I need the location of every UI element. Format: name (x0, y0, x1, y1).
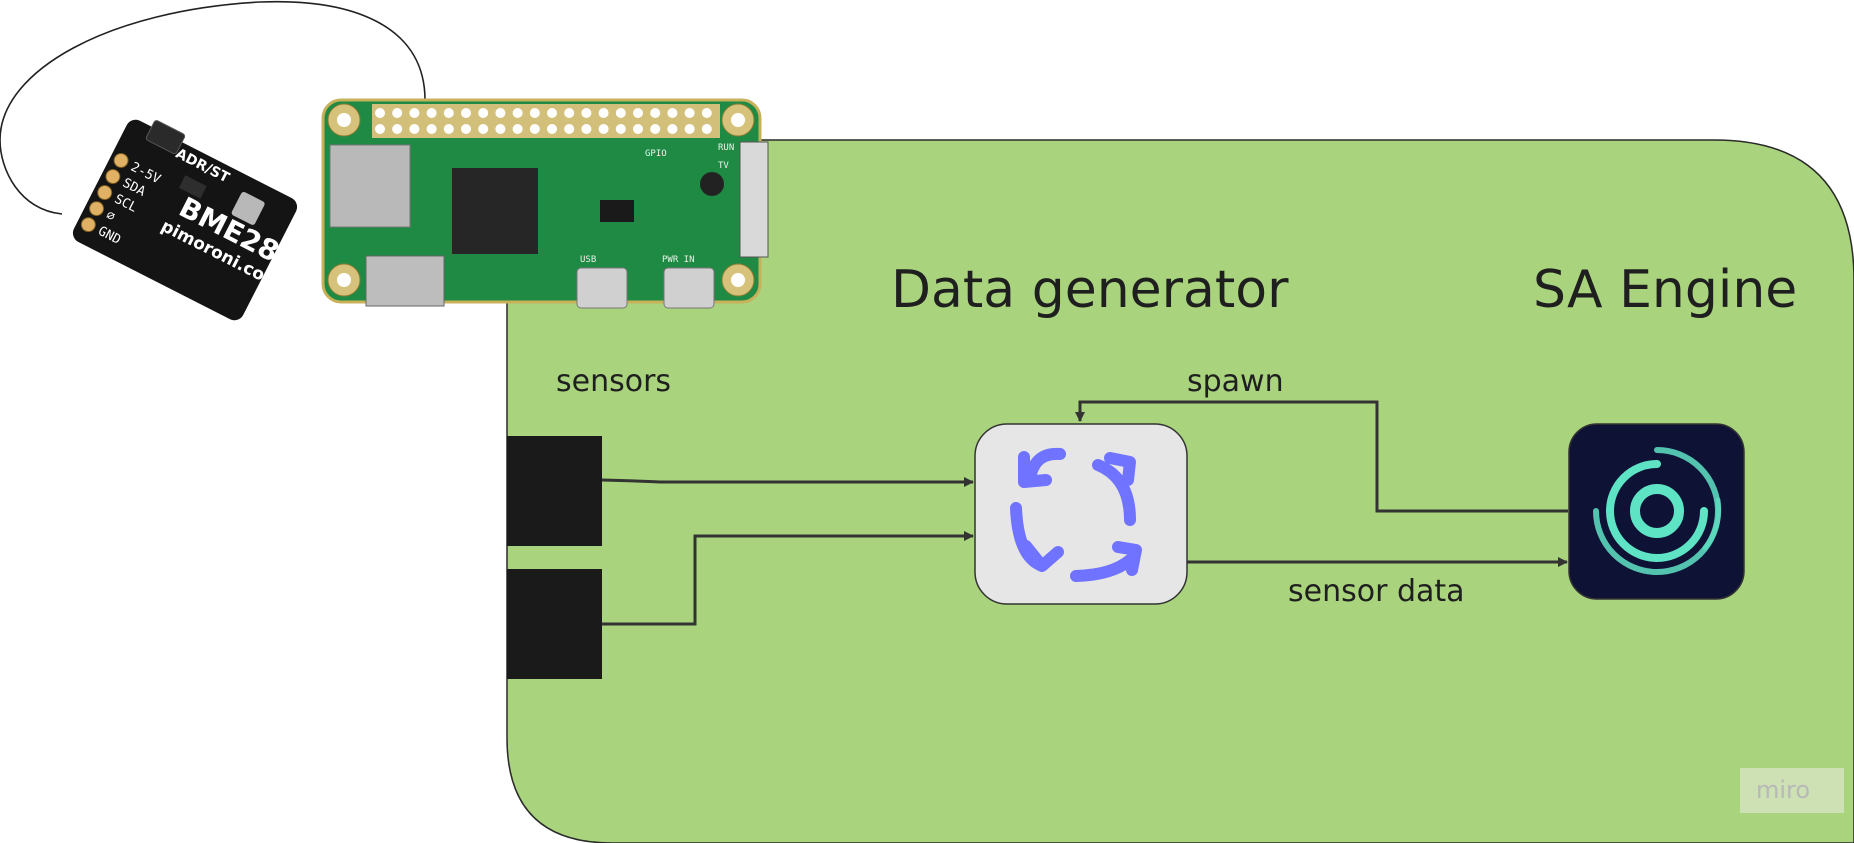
sensor-cable (0, 0, 426, 215)
gpio-pin (478, 124, 489, 134)
data-generator-node (974, 423, 1188, 605)
raspberry-pi-zero-board: GPIO USB PWR IN RUN TV (321, 98, 769, 309)
pcb-label-gpio: GPIO (645, 149, 667, 159)
spawn-label: spawn (1187, 364, 1284, 399)
gpio-pin (461, 124, 471, 134)
gpio-pin (495, 124, 506, 134)
gpio-pin (581, 108, 592, 118)
gpio-pin (495, 108, 506, 118)
soc-chip (452, 168, 538, 254)
gpio-pin (547, 124, 557, 134)
camera-connector (739, 141, 769, 258)
gpio-pin (529, 108, 540, 118)
pcb-label-usb: USB (580, 255, 596, 265)
power-port (663, 267, 715, 309)
gpio-pin (650, 108, 661, 118)
gpio-pin (598, 124, 609, 134)
gpio-pin (598, 108, 609, 118)
sensor-chip (231, 191, 265, 225)
gpio-pin (667, 124, 678, 134)
gpio-pin (443, 124, 454, 134)
rotate-arrows-icon (1010, 447, 1142, 582)
sensors-label: sensors (556, 364, 671, 399)
gpio-pin (667, 108, 678, 118)
mini-hdmi-port (365, 255, 445, 307)
gpio-pin (392, 124, 403, 134)
gpio-pin (615, 124, 626, 134)
gpio-header (372, 104, 720, 138)
gpio-pin (512, 108, 523, 118)
gpio-pin (375, 124, 385, 134)
gpio-pin (684, 108, 695, 118)
gpio-pin (615, 108, 626, 118)
gpio-pin (392, 108, 403, 118)
gpio-pin (478, 108, 489, 118)
pcb-label-tv: TV (718, 161, 729, 171)
gpio-pin (701, 124, 712, 134)
gpio-pin (633, 108, 643, 118)
gpio-pin (426, 108, 437, 118)
data-generator-title: Data generator (891, 260, 1289, 320)
miro-watermark-bg (1740, 768, 1844, 813)
small-chip (600, 200, 634, 222)
gpio-pin (461, 108, 471, 118)
sa-engine-title: SA Engine (1533, 260, 1797, 320)
sd-card-slot (329, 144, 411, 228)
sensor-2-connector (602, 531, 974, 626)
sa-engine-logo-icon (1593, 447, 1722, 575)
capacitor (700, 172, 724, 196)
sensor-data-label: sensor data (1288, 574, 1465, 609)
gpio-pin (409, 124, 420, 134)
pcb-label-pwr: PWR IN (662, 255, 695, 265)
gpio-pin (529, 124, 540, 134)
miro-watermark: miro (1756, 776, 1810, 804)
gpio-header-strip (372, 104, 720, 138)
sa-engine-node (1568, 423, 1745, 600)
gpio-pin (684, 124, 695, 134)
sensor-block-1 (507, 436, 602, 546)
gpio-pin (564, 124, 575, 134)
pcb-label-run: RUN (718, 143, 734, 153)
gpio-pin (426, 124, 437, 134)
gpio-pin (581, 124, 592, 134)
spawn-connector (1075, 400, 1568, 513)
sensor-block-2 (507, 569, 602, 679)
gpio-pin (633, 124, 643, 134)
gpio-pin (375, 108, 385, 118)
gpio-pin (409, 108, 420, 118)
bme280-sensor-board: ADR/ST BME280 pimoroni.com 2-5V SDA SCL … (72, 119, 302, 321)
usb-port (576, 267, 628, 309)
gpio-pin (701, 108, 712, 118)
gpio-pin (443, 108, 454, 118)
gpio-pin (564, 108, 575, 118)
gpio-pin (547, 108, 557, 118)
sensor-1-connector (601, 477, 974, 487)
gpio-pin (512, 124, 523, 134)
sensor-pins (80, 152, 129, 233)
gpio-pin (650, 124, 661, 134)
mounting-hole-centers (337, 113, 745, 287)
